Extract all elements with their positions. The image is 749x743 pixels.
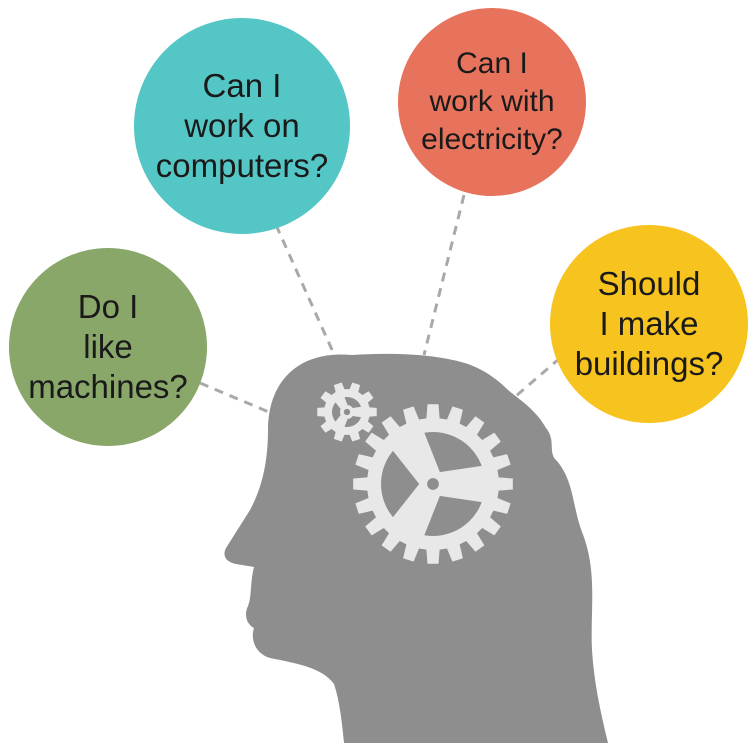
large-gear-icon	[353, 404, 513, 564]
question-buildings-text: Should I make buildings?	[574, 265, 724, 382]
question-electricity-text: Can I work with electricity?	[421, 47, 563, 156]
question-bubble-computers: Can I work on computers?	[134, 18, 350, 234]
connector-lines	[199, 194, 561, 420]
gear-axle	[343, 408, 351, 416]
question-bubble-machines: Do I like machines?	[9, 248, 207, 446]
connector-computers	[274, 224, 335, 353]
small-gear-icon	[317, 382, 377, 442]
question-bubble-electricity: Can I work with electricity?	[398, 8, 586, 196]
question-computers-text: Can I work on computers?	[155, 67, 329, 184]
gear-spoke	[433, 465, 485, 503]
question-machines-text: Do I like machines?	[28, 288, 188, 405]
connector-electricity	[422, 194, 466, 356]
gear-axle	[427, 478, 439, 490]
question-bubble-buildings: Should I make buildings?	[550, 225, 748, 423]
connector-buildings	[515, 356, 561, 398]
